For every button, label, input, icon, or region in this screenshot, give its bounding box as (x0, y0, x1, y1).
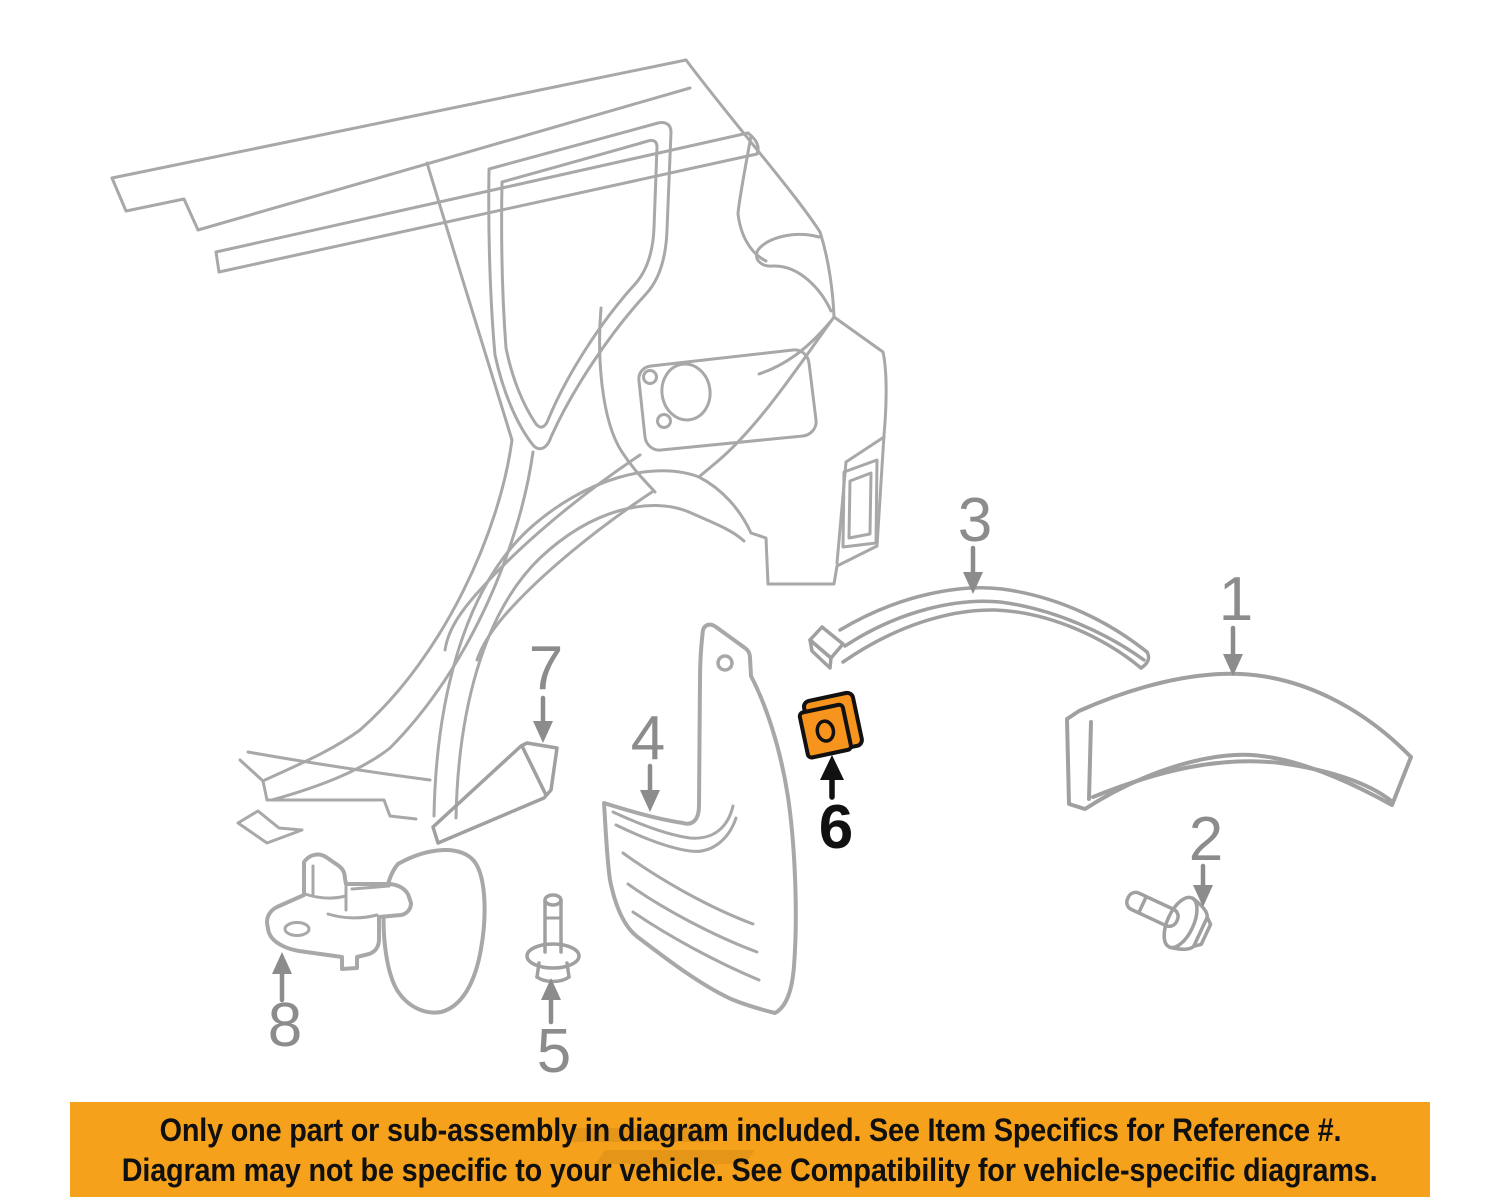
part-8-arrow-icon (272, 952, 292, 1003)
disclaimer-line-2: Diagram may not be specific to your vehi… (122, 1151, 1378, 1188)
part-4-mud-guard (602, 622, 798, 1015)
part-3-molding (808, 586, 1151, 670)
part-7-trim (431, 741, 559, 845)
part-1-arrow-icon (1223, 625, 1243, 676)
part-6-highlighted-clip (797, 690, 864, 760)
part-label-2: 2 (1188, 805, 1224, 874)
part-2-bolt (1125, 890, 1213, 951)
part-7-arrow-icon (533, 695, 553, 743)
part-3-arrow-icon (963, 545, 983, 594)
part-8-bracket (265, 848, 487, 1015)
part-1-molding (1065, 671, 1413, 811)
part-label-3: 3 (957, 486, 993, 555)
disclaimer-line-1: Only one part or sub-assembly in diagram… (159, 1111, 1341, 1148)
callout-arrows (272, 545, 1243, 1025)
part-label-6: 6 (818, 793, 854, 862)
part-label-8: 8 (267, 991, 303, 1060)
part-5-bolt (525, 893, 581, 984)
part-label-7: 7 (528, 634, 564, 703)
part-label-4: 4 (630, 704, 666, 773)
part-2-arrow-icon (1193, 863, 1213, 907)
part-6-arrow-icon (820, 755, 844, 800)
part-5-arrow-icon (541, 978, 561, 1025)
part-label-5: 5 (536, 1017, 572, 1086)
quarter-panel-drawing (110, 58, 888, 845)
part-label-1: 1 (1218, 565, 1254, 634)
part-4-arrow-icon (640, 763, 660, 812)
disclaimer-banner: Only one part or sub-assembly in diagram… (70, 1102, 1430, 1197)
